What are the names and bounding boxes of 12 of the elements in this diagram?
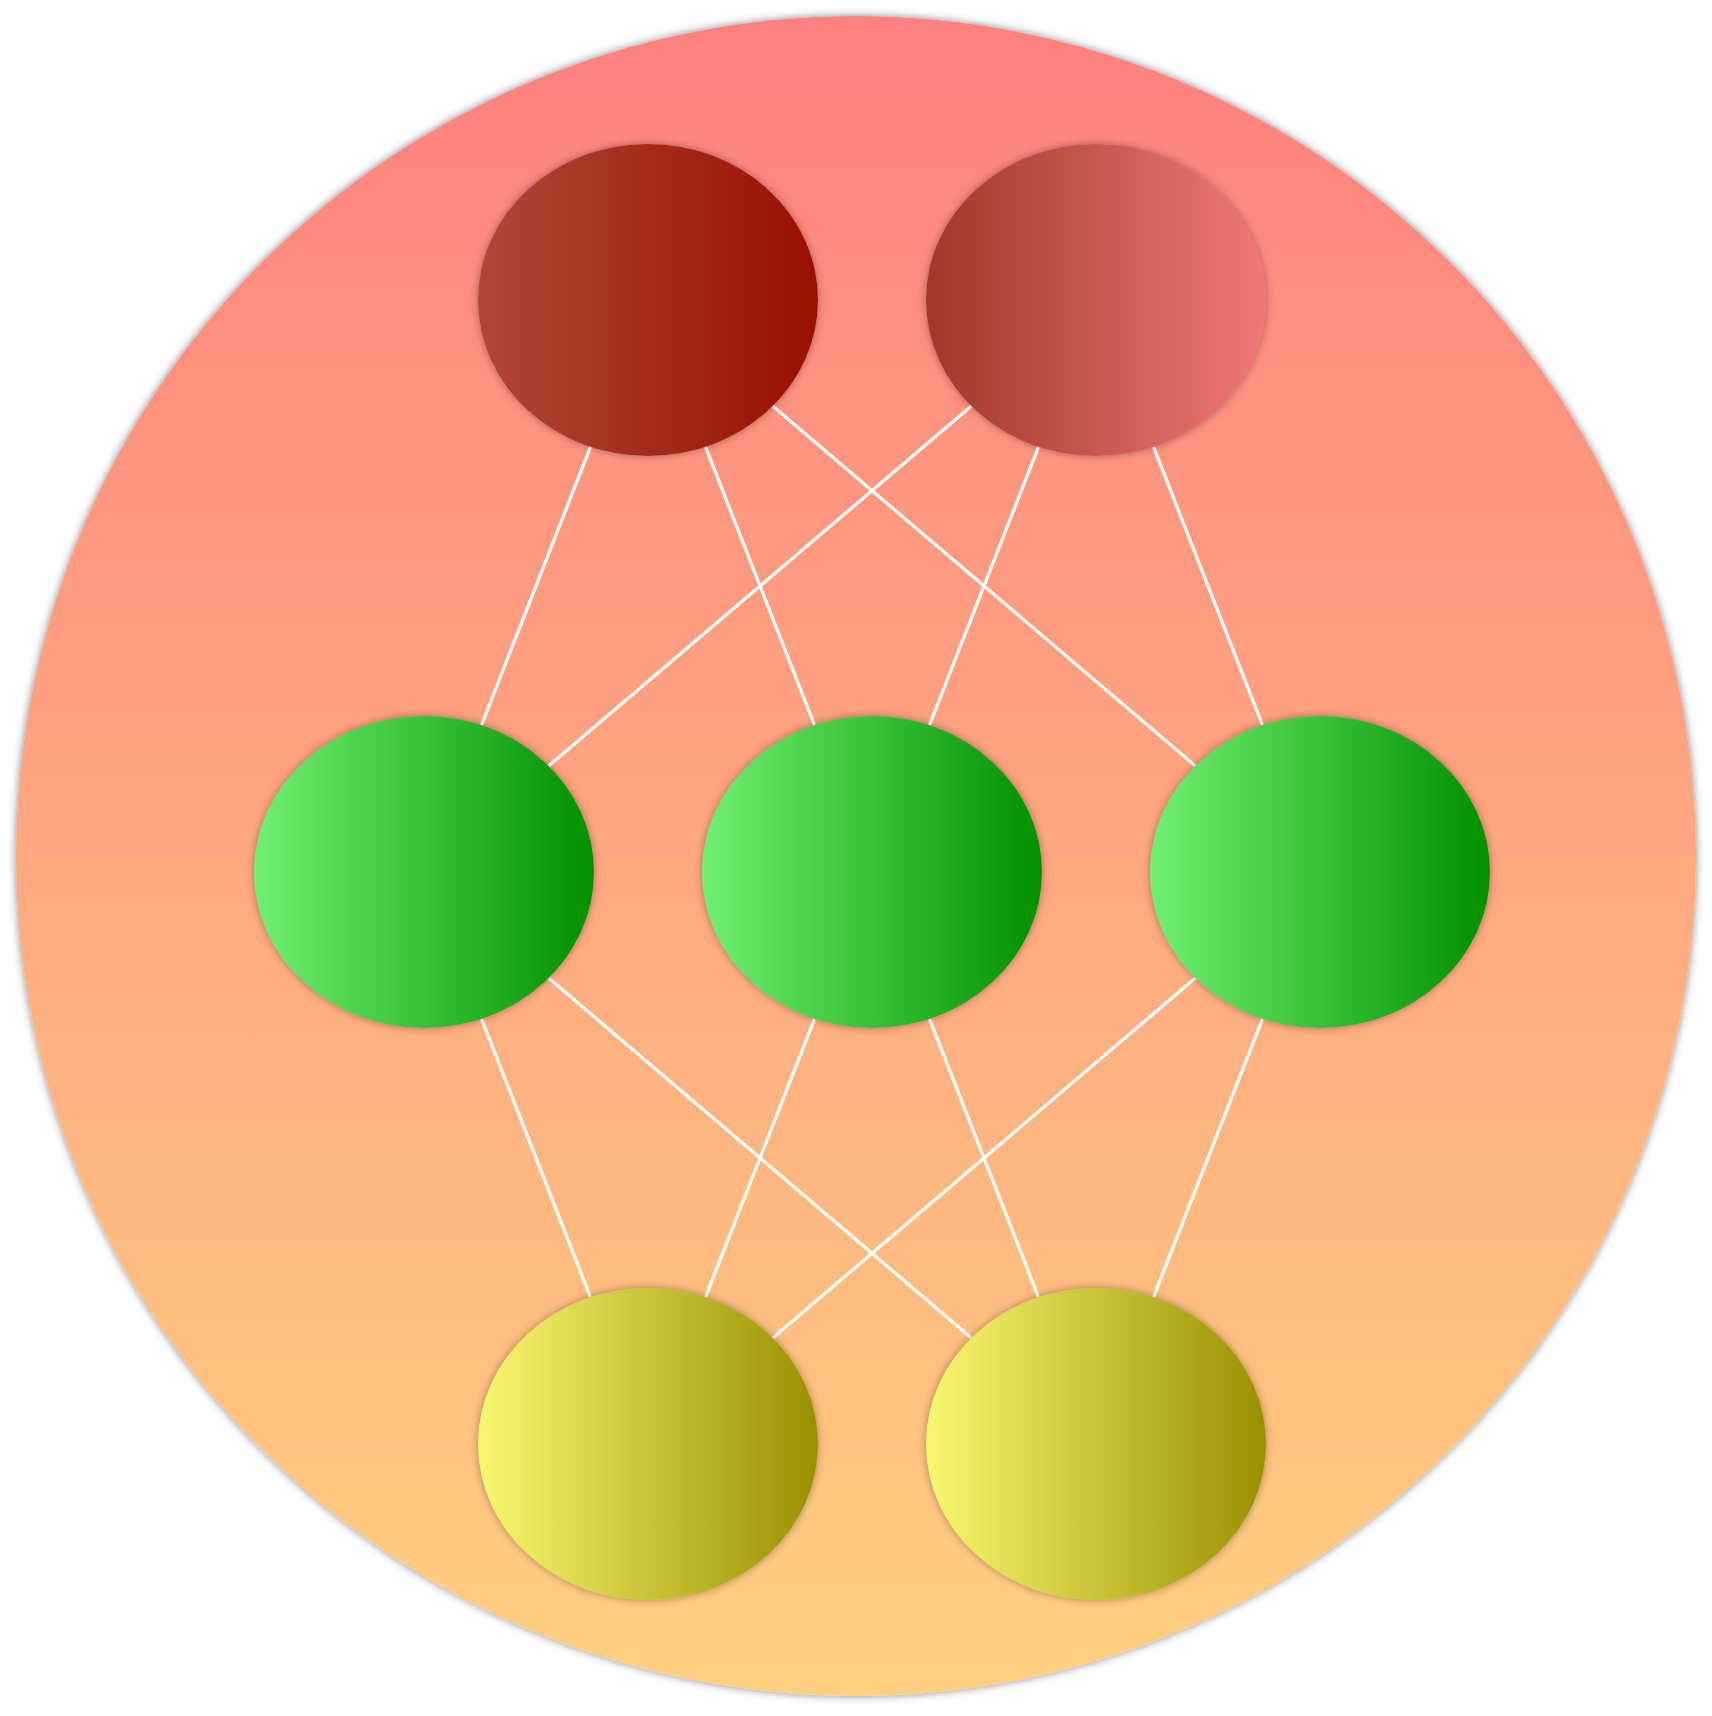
- connection-line: [480, 1018, 592, 1298]
- connection-line: [771, 404, 1197, 768]
- connection-line: [704, 1018, 816, 1298]
- connection-line: [928, 1018, 1040, 1298]
- connection-line: [771, 976, 1197, 1340]
- connection-line: [928, 446, 1040, 726]
- connection-line: [480, 446, 592, 726]
- connection-line: [547, 404, 973, 768]
- connection-line: [1152, 1018, 1264, 1298]
- connection-line: [1152, 446, 1264, 726]
- connection-line: [547, 976, 973, 1340]
- connection-line: [704, 446, 816, 726]
